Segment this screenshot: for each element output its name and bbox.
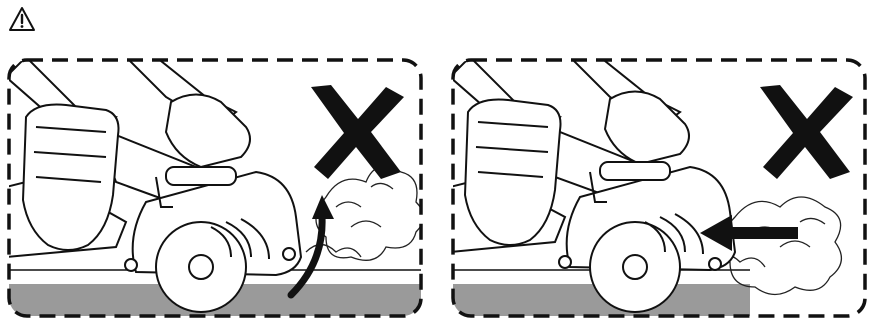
illustration-panel-right [450, 57, 868, 319]
cross-icon [760, 85, 853, 179]
cross-icon [311, 85, 404, 179]
warning-triangle-icon [8, 6, 36, 32]
illustration-panel-left [6, 57, 424, 319]
